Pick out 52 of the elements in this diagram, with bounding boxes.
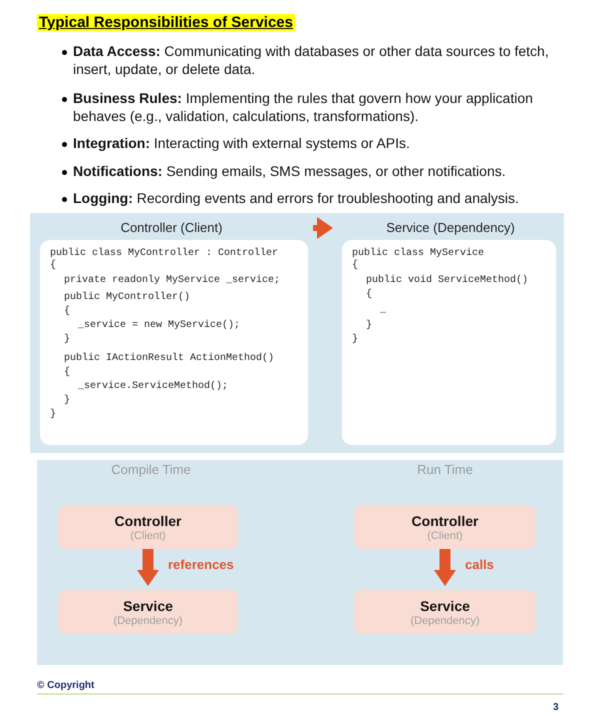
box-title: Controller xyxy=(114,512,182,528)
panel-heading: Service (Dependency) xyxy=(385,220,516,235)
code-line: _service = new MyService(); xyxy=(78,320,240,332)
code-line: } xyxy=(64,334,70,346)
group-title: Run Time xyxy=(416,462,474,477)
box-subtitle: (Client) xyxy=(129,530,167,542)
edge-label: calls xyxy=(465,556,494,572)
code-line: public IActionResult ActionMethod() xyxy=(64,353,274,365)
box-subtitle: (Client) xyxy=(426,530,464,542)
code-line: { xyxy=(352,260,358,272)
code-line: } xyxy=(352,334,358,346)
panel-heading: Controller (Client) xyxy=(120,220,224,235)
bullet-text: Data Access: Communicating with databases or other data sources to fetch, insert, update, or delete data. xyxy=(73,42,550,78)
box-title: Controller xyxy=(410,512,480,528)
code-line: } xyxy=(64,395,70,407)
code-panel xyxy=(30,213,313,453)
group-title: Compile Time xyxy=(110,462,192,477)
code-line: private readonly MyService _service; xyxy=(64,275,280,287)
code-line: public void ServiceMethod() xyxy=(366,275,528,287)
process-box xyxy=(58,505,238,549)
arrow xyxy=(313,217,333,239)
process-box xyxy=(354,505,536,549)
box-subtitle: (Dependency) xyxy=(409,614,481,626)
code-line: { xyxy=(366,289,372,301)
page-number: 3 xyxy=(553,702,559,713)
process-box xyxy=(58,590,238,634)
box-subtitle: (Dependency) xyxy=(112,614,184,626)
code-line: public class MyController : Controller xyxy=(50,248,278,260)
code-line: public class MyService xyxy=(352,248,484,260)
code-line: { xyxy=(64,306,70,318)
bullet-text: Integration: Interacting with external systems or APIs. xyxy=(73,134,411,152)
code-line: } xyxy=(366,320,372,332)
process-box xyxy=(354,590,536,634)
box-title: Service xyxy=(419,598,471,614)
code-block xyxy=(40,240,308,445)
copyright-text: © Copyright xyxy=(37,680,94,691)
code-line: { xyxy=(50,260,56,272)
code-line: public MyController() xyxy=(64,292,190,304)
bullet-text: Business Rules: Implementing the rules that govern how your application behaves (e.g., validation, calculations, transformations). xyxy=(73,89,534,125)
bullet-text: Logging: Recording events and errors for troubleshooting and analysis. xyxy=(73,189,520,207)
code-line: { xyxy=(64,367,70,379)
code-line: _service.ServiceMethod(); xyxy=(78,381,228,393)
code-line: } xyxy=(50,409,56,421)
code-panel xyxy=(337,213,564,453)
arrow xyxy=(434,549,456,586)
code-block xyxy=(342,240,556,445)
code-line: … xyxy=(380,306,386,318)
arrow xyxy=(137,549,159,586)
box-title: Service xyxy=(122,598,174,614)
bullet-text: Notifications: Sending emails, SMS messages, or other notifications. xyxy=(73,162,507,180)
edge-label: references xyxy=(168,556,234,572)
heading: Typical Responsibilities of Services xyxy=(37,14,295,31)
